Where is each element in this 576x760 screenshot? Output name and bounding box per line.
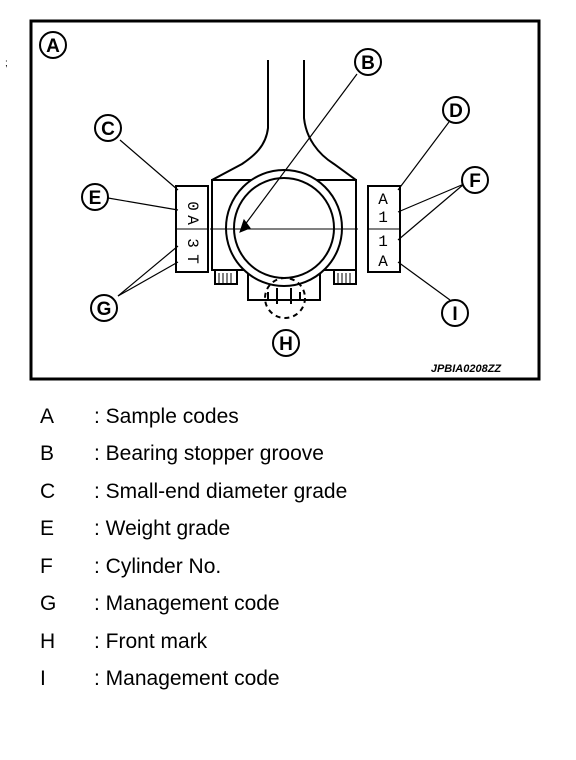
left-stamp-char: A [183,215,201,225]
callout-a: A [46,36,60,57]
callout-b: B [361,53,375,74]
callout-f: F [469,171,481,192]
right-stamp: A 1 1 A [367,185,401,273]
legend-row: G : Management code [40,586,540,624]
legend-key: A [40,404,55,428]
connecting-rod-diagram: 0 A 3 T A 1 1 A A B C [29,19,541,381]
callout-g: G [97,299,112,320]
callout-i: I [452,304,457,325]
callout-c: C [101,119,115,140]
legend: A : Sample codes B : Bearing stopper gro… [40,398,540,698]
right-stamp-char: 1 [378,209,388,227]
left-stamp-char: 0 [183,201,201,211]
callout-h: H [279,334,293,355]
legend-key: B [40,442,55,466]
legend-description: : Management code [94,667,280,691]
right-stamp-char: A [378,253,388,271]
stray-mark: ; [5,58,8,69]
legend-row: H : Front mark [40,623,540,661]
right-stamp-char: A [378,191,388,209]
legend-description: : Small-end diameter grade [94,479,348,503]
legend-description: : Cylinder No. [94,554,222,578]
callouts: A B C D E F G H I [39,31,489,357]
legend-description: : Weight grade [94,517,231,541]
connecting-rod [211,60,357,301]
cap-boss-left [214,269,238,285]
legend-key: H [40,629,56,653]
left-stamp-char: 3 [183,238,201,248]
callout-e: E [89,188,102,209]
callout-d: D [449,101,463,122]
legend-key: C [40,479,56,503]
legend-row: F : Cylinder No. [40,548,540,586]
legend-key: F [40,554,53,578]
cap-boss-right [333,269,357,285]
reference-code: JPBIA0208ZZ [431,363,503,375]
legend-row: C : Small-end diameter grade [40,473,540,511]
legend-row: B : Bearing stopper groove [40,436,540,474]
legend-description: : Sample codes [94,404,239,428]
legend-row: E : Weight grade [40,511,540,549]
legend-key: I [40,667,46,691]
leader-lines [107,73,465,301]
legend-description: : Bearing stopper groove [94,442,324,466]
legend-description: : Front mark [94,629,208,653]
right-stamp-char: 1 [378,233,388,251]
front-mark-circle [264,277,306,319]
front-mark-notch [267,288,301,304]
legend-key: E [40,517,55,541]
groove-arrowhead [239,218,251,233]
legend-row: I : Management code [40,661,540,699]
left-stamp-char: T [183,254,201,264]
boss-hatching [218,273,351,283]
legend-key: G [40,592,57,616]
legend-row: A : Sample codes [40,398,540,436]
left-stamp: 0 A 3 T [175,185,209,273]
legend-description: : Management code [94,592,280,616]
